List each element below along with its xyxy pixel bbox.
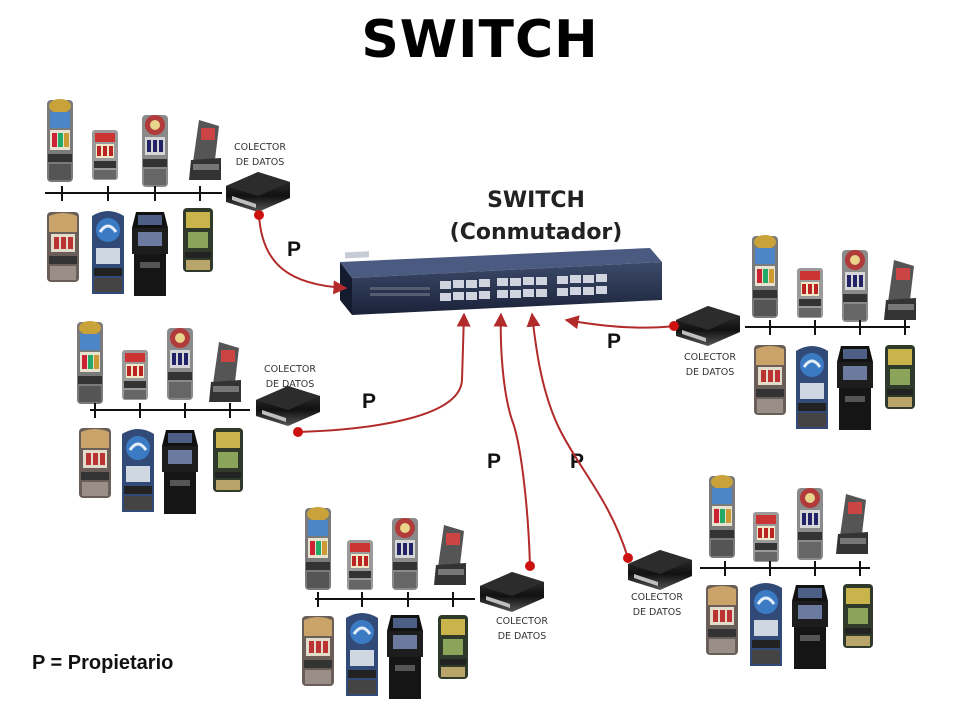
link-2 bbox=[297, 312, 471, 433]
data-collector-2 bbox=[256, 386, 320, 426]
connection-lines bbox=[258, 214, 675, 567]
collector-label-line2: DE DATOS bbox=[235, 157, 285, 168]
p-label-1: P bbox=[287, 238, 302, 261]
data-collector-4 bbox=[480, 572, 544, 612]
link-endpoints bbox=[254, 210, 679, 571]
collector-label-line1: COLECTOR bbox=[234, 142, 286, 153]
slot-cluster-2 bbox=[77, 321, 320, 514]
slot-cluster-4 bbox=[302, 507, 544, 699]
data-collector-5 bbox=[628, 550, 692, 590]
slot-cluster-5 bbox=[628, 475, 873, 669]
legend: P = Propietario bbox=[32, 652, 174, 674]
collector-label-line2: DE DATOS bbox=[265, 379, 315, 390]
collector-label-5: COLECTOR DE DATOS bbox=[622, 590, 692, 620]
p-label-4: P bbox=[487, 450, 502, 473]
link-4 bbox=[493, 312, 531, 567]
collector-label-line2: DE DATOS bbox=[632, 607, 682, 618]
slot-cluster-3 bbox=[676, 235, 916, 431]
link-5 bbox=[526, 312, 629, 559]
collector-label-1: COLECTOR DE DATOS bbox=[225, 140, 295, 170]
switch-subtitle: (Conmutador) bbox=[449, 220, 623, 245]
slot-cluster-1 bbox=[45, 99, 290, 296]
p-label-3: P bbox=[607, 330, 622, 353]
collector-label-line2: DE DATOS bbox=[685, 367, 735, 378]
p-label-5: P bbox=[570, 450, 585, 473]
link-3 bbox=[564, 315, 675, 330]
collector-label-line1: COLECTOR bbox=[631, 592, 683, 603]
page-title: SWITCH bbox=[361, 10, 599, 70]
collector-label-line2: DE DATOS bbox=[497, 631, 547, 642]
network-switch bbox=[340, 248, 662, 315]
data-collector-1 bbox=[226, 172, 290, 212]
switch-title: SWITCH bbox=[487, 188, 585, 213]
collector-label-4: COLECTOR DE DATOS bbox=[487, 614, 557, 644]
collector-label-3: COLECTOR DE DATOS bbox=[675, 350, 745, 380]
link-1 bbox=[258, 214, 348, 295]
collector-label-line1: COLECTOR bbox=[264, 364, 316, 375]
data-collector-3 bbox=[676, 306, 740, 346]
collector-label-2: COLECTOR DE DATOS bbox=[255, 362, 325, 392]
collector-label-line1: COLECTOR bbox=[684, 352, 736, 363]
collector-label-line1: COLECTOR bbox=[496, 616, 548, 627]
p-label-2: P bbox=[362, 390, 377, 413]
